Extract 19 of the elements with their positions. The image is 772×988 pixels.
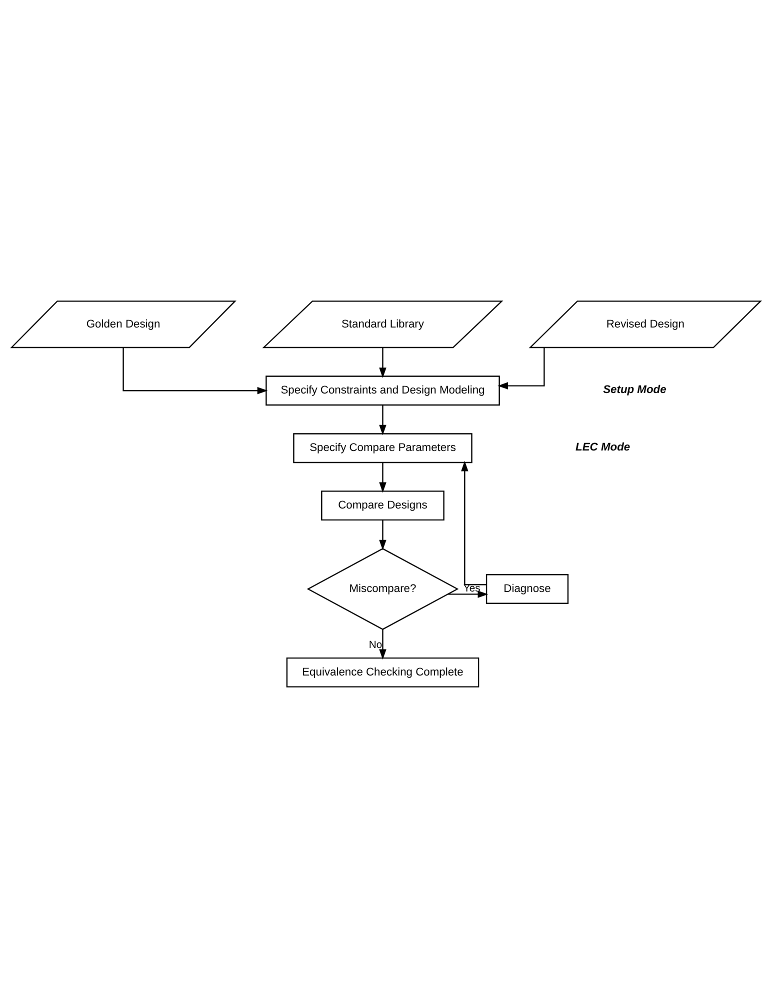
arrow [122, 348, 268, 394]
arrow [379, 348, 386, 378]
arrow [448, 590, 488, 598]
node-box: Equivalence Checking Complete [286, 657, 480, 688]
edge-label: Yes [463, 583, 480, 594]
node-box: Diagnose [486, 574, 569, 604]
node-diamond: Miscompare? [306, 548, 459, 630]
label: Setup Mode [603, 384, 666, 396]
arrow [461, 460, 486, 586]
arrow [379, 462, 386, 493]
arrow [379, 520, 386, 550]
node-box: Specify Compare Parameters [293, 433, 472, 464]
node-box: Specify Constraints and Design Modeling [266, 376, 500, 406]
label: LEC Mode [576, 441, 630, 454]
arrow [498, 348, 545, 390]
arrow [379, 405, 386, 436]
edge-label: No [368, 640, 382, 651]
node-box: Compare Designs [321, 490, 444, 521]
arrow [379, 630, 386, 660]
